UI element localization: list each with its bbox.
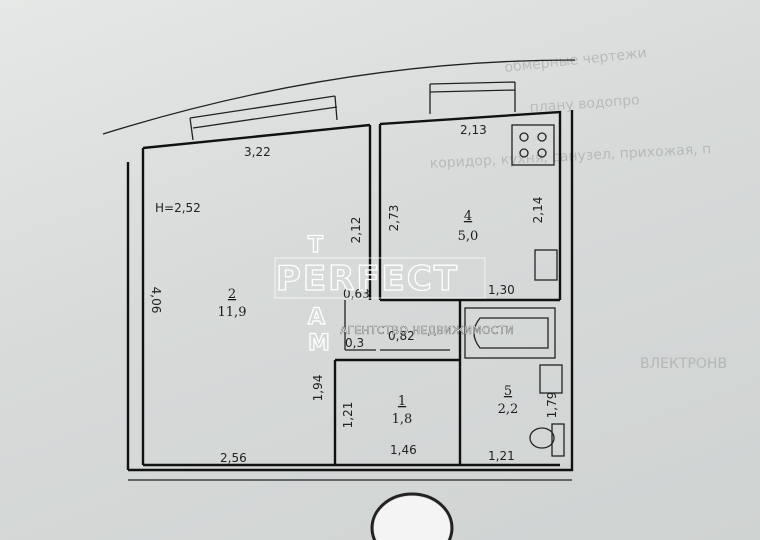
walls	[102, 59, 576, 481]
dim-1-30: 1,30	[488, 283, 515, 297]
dim-1-21-bottom: 1,21	[488, 449, 515, 463]
room-5-label: 5 2,2	[498, 384, 519, 417]
bathtub-icon	[464, 307, 556, 359]
ghost-line-4: ВЛЕКТРОНВ	[640, 356, 727, 372]
ghost-line-3: коридор, кухня, санузел, прихожая, п	[429, 141, 711, 172]
washbasin-icon	[539, 364, 563, 394]
room-area: 2,2	[498, 402, 519, 417]
window-kitchen	[429, 81, 516, 114]
dim-2-13: 2,13	[460, 123, 487, 137]
watermark-monogram-a: А	[308, 305, 327, 330]
watermark-monogram-m: М	[308, 331, 332, 356]
room-number: 5	[504, 384, 512, 399]
perfect-watermark: PERFECT Т А М АГЕНТСТВО НЕДВИЖИМОСТИ	[274, 232, 514, 357]
dim-1-21-vertical: 1,21	[341, 402, 355, 429]
closet-lines	[344, 300, 450, 351]
watermark-brand: PERFECT	[276, 259, 459, 299]
room-area: 5,0	[458, 229, 479, 244]
blurred-object	[370, 492, 454, 540]
ghost-line-2: плану водопро	[529, 92, 640, 116]
dim-1-94: 1,94	[311, 375, 325, 402]
dim-1-46: 1,46	[390, 443, 417, 457]
room-number: 4	[464, 209, 472, 224]
stove-icon	[511, 124, 555, 166]
kitchen-walls	[128, 110, 574, 472]
toilet-icon	[529, 423, 565, 457]
room-2-walls	[126, 123, 371, 470]
room-1-label: 1 1,8	[392, 394, 413, 427]
dim-1-79: 1,79	[545, 392, 559, 419]
lower-walls	[333, 298, 560, 467]
window-living	[189, 95, 338, 141]
dim-3-22: 3,22	[244, 145, 271, 159]
room-number: 1	[398, 394, 406, 409]
dim-2-73: 2,73	[387, 205, 401, 232]
watermark-monogram-t: Т	[308, 233, 325, 258]
room-number: 2	[228, 287, 236, 302]
dim-4-06: 4,06	[149, 287, 163, 314]
background-print: обмерные чертежи плану водопро коридор, …	[429, 45, 727, 372]
room-area: 1,8	[392, 412, 413, 427]
sink-icon	[534, 249, 558, 281]
ceiling-height: Н=2,52	[155, 201, 201, 215]
partition-wall	[368, 124, 382, 300]
dim-2-14: 2,14	[531, 197, 545, 224]
watermark-subtitle: АГЕНТСТВО НЕДВИЖИМОСТИ	[340, 325, 514, 337]
dim-0-3: 0,3	[345, 336, 364, 350]
room-area: 11,9	[218, 305, 247, 320]
room-2-label: 2 11,9	[218, 287, 247, 320]
dim-2-12: 2,12	[349, 217, 363, 244]
room-4-label: 4 5,0	[458, 209, 479, 244]
dim-0-82: 0,82	[388, 329, 415, 343]
dim-2-56: 2,56	[220, 451, 247, 465]
dimensions: Н=2,52 3,22 2,13 4,06 2,12 2,73 2,14 0,6…	[149, 123, 559, 465]
facade-curve	[102, 59, 576, 135]
